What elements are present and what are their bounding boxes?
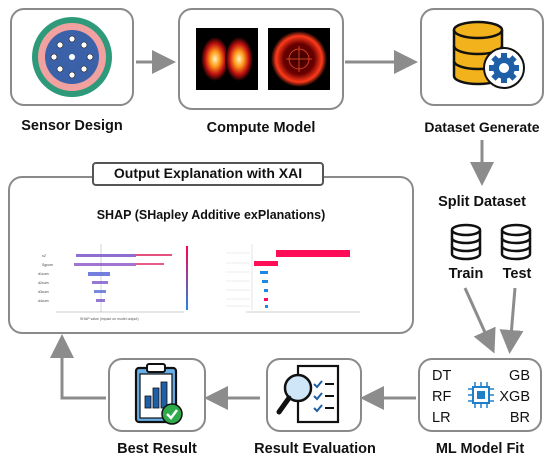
shap-feature-label-1: Sgcum [42,263,53,267]
sensor-design-label: Sensor Design [21,118,123,134]
report-magnifier-icon [276,364,340,424]
dataset-generate-label: Dataset Generate [424,119,540,135]
best-result-label: Best Result [117,441,197,457]
ml-models-left-list: DT RF LR [432,366,451,429]
compute-model-box [178,8,344,110]
train-database-icon [450,223,482,261]
result-evaluation-box [266,358,362,432]
shap-feature-label-5: d4cum [38,299,49,303]
xai-title-tag [92,162,324,186]
ml-model-left-1: RF [432,389,452,405]
shap-feature-label-3: d2cum [38,281,49,285]
database-gear-icon [452,20,525,89]
dataset-generate-box [420,8,544,106]
test-database-icon [500,223,532,261]
shap-feature-label-4: d3cum [38,290,49,294]
shap-feature-label-2: d1cum [38,272,49,276]
ml-models-right-list: GB XGB BR [499,366,530,429]
ml-model-fit-box: DT RF LR GB XGB BR [418,358,542,432]
ml-model-left-0: DT [432,368,452,384]
split-dataset-label: Split Dataset [438,194,526,210]
sensor-design-box [10,8,134,106]
ml-model-right-2: BR [509,410,530,426]
train-label: Train [448,266,484,282]
test-label: Test [502,266,532,282]
result-evaluation-label: Result Evaluation [254,441,376,457]
sensor-cross-section-icon [32,17,112,97]
arrow-test-to-fit [499,287,524,354]
clipboard-chart-icon [134,363,183,425]
xai-title-label: Output Explanation with XAI [113,165,303,181]
ml-model-right-1: XGB [499,389,530,405]
compute-model-label: Compute Model [206,120,316,136]
field-distribution-images [196,28,330,90]
shap-waterfall-plot [226,244,360,313]
arrow-train-to-fit [463,287,496,354]
ml-model-left-2: LR [432,410,451,426]
shap-beeswarm-plot: n2 Sgcum d1cum d2cum d3cum d4cum SHAP va… [38,244,188,321]
arrow-best-to-xai [50,334,106,400]
shap-title: SHAP (SHapley Additive exPlanations) [96,208,326,222]
shap-xlabel: SHAP value (impact on model output) [80,317,139,321]
ml-model-fit-label: ML Model Fit [435,441,525,457]
shap-feature-label-0: n2 [42,254,46,258]
cpu-chip-icon [468,382,494,408]
ml-model-right-0: GB [509,368,530,384]
best-result-box [108,358,206,432]
